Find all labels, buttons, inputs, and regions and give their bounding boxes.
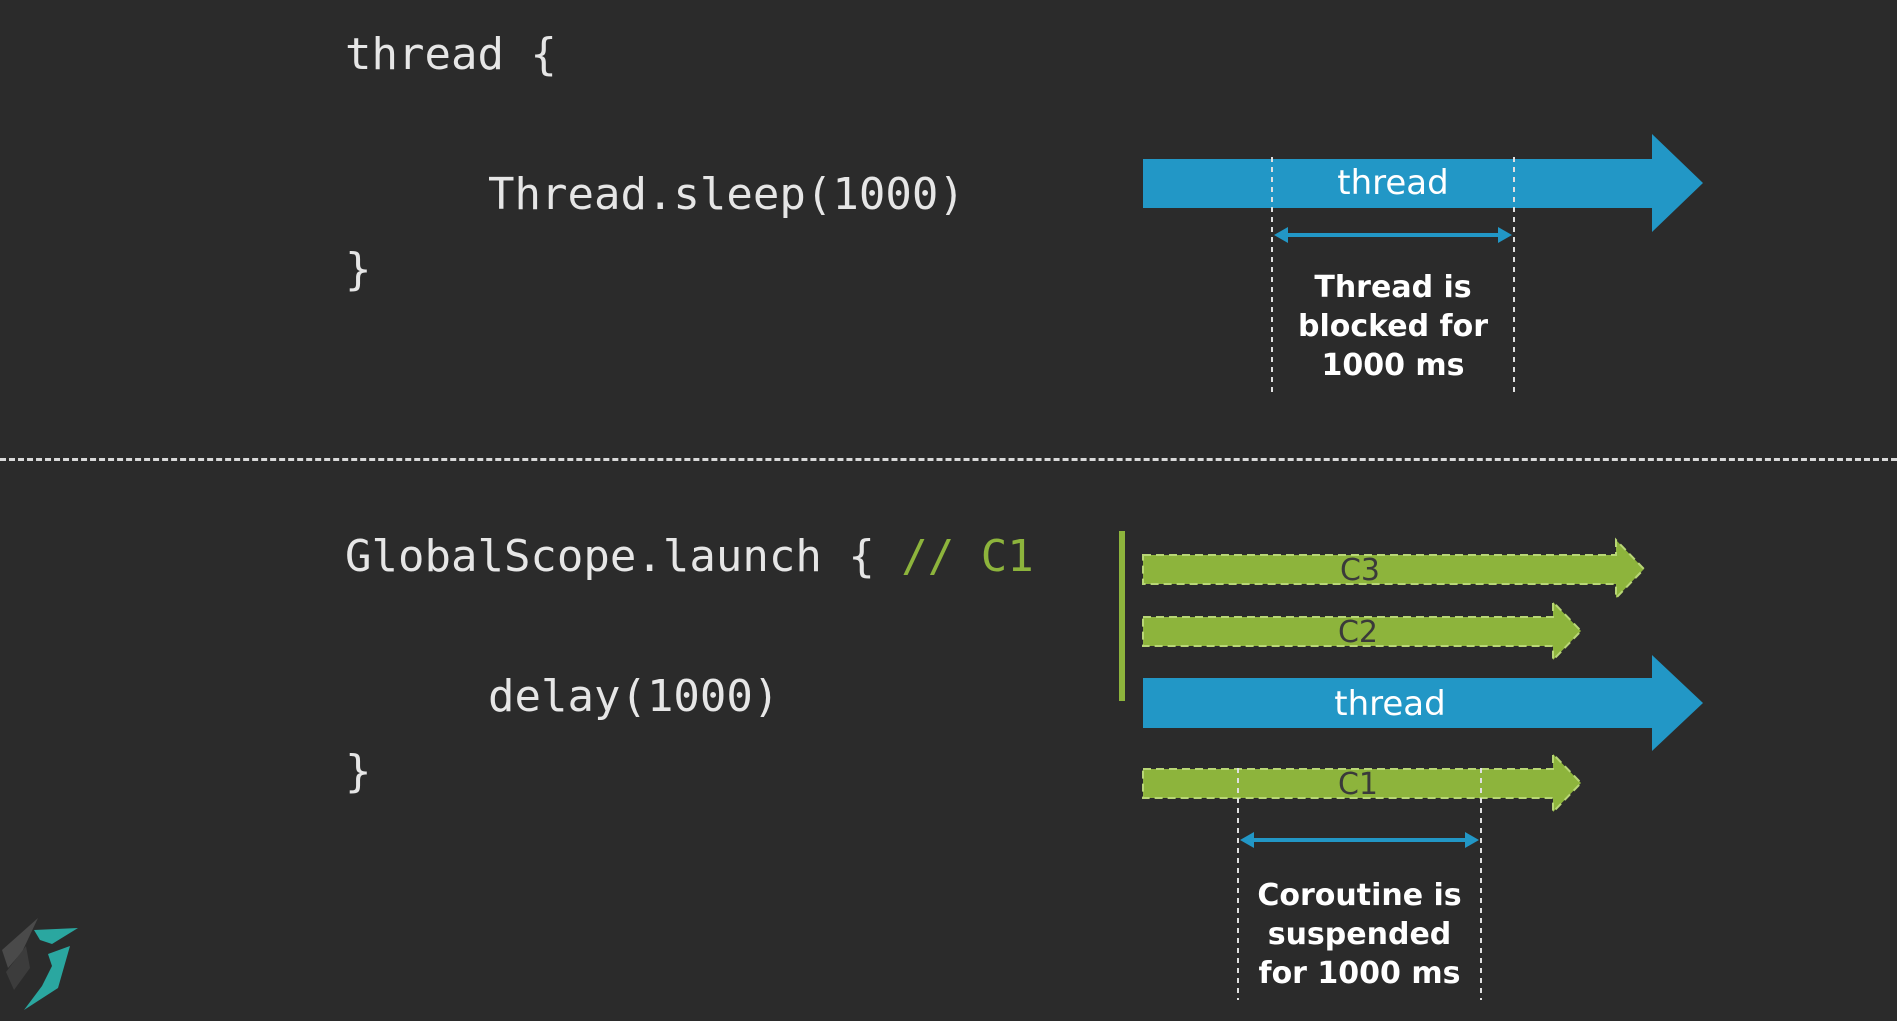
coroutine-suspended-note-line3: for 1000 ms — [1258, 956, 1461, 991]
thread-blocked-note: Thread is blocked for 1000 ms — [1272, 268, 1514, 385]
thread-arrow-bottom — [1143, 655, 1703, 751]
c2-arrow — [1142, 599, 1583, 663]
brand-logo-icon — [2, 918, 78, 1010]
code-launch-text: GlobalScope.launch { — [345, 531, 902, 582]
thread-arrow-top-label: thread — [1337, 163, 1448, 203]
bottom-duration-arrow — [1240, 832, 1479, 848]
code-launch-open: GlobalScope.launch { // C1 — [345, 535, 1034, 579]
code-thread-open: thread { — [345, 29, 557, 80]
code-comment-c1: // C1 — [901, 531, 1034, 582]
coroutine-bracket — [1119, 531, 1125, 701]
thread-blocked-note-line2: blocked for — [1297, 309, 1489, 344]
c3-arrow — [1142, 537, 1646, 601]
code-thread-sleep: Thread.sleep(1000) — [488, 169, 965, 220]
thread-arrow-top — [1143, 134, 1703, 232]
code-thread-close: } — [345, 244, 372, 295]
c2-label: C2 — [1338, 615, 1378, 650]
coroutine-suspended-note-line2: suspended — [1267, 917, 1452, 952]
c1-arrow — [1142, 751, 1583, 815]
code-delay: delay(1000) — [488, 671, 780, 722]
coroutine-suspended-note: Coroutine is suspended for 1000 ms — [1238, 876, 1481, 993]
thread-arrow-bottom-label: thread — [1334, 684, 1445, 724]
code-launch-close: } — [345, 746, 372, 797]
c1-label: C1 — [1338, 767, 1378, 802]
top-duration-arrow — [1274, 227, 1512, 243]
section-divider — [0, 458, 1897, 461]
thread-blocked-note-line1: Thread is — [1314, 270, 1472, 305]
coroutine-suspended-note-line1: Coroutine is — [1257, 878, 1462, 913]
thread-blocked-note-line3: 1000 ms — [1321, 348, 1465, 383]
c3-label: C3 — [1340, 553, 1380, 588]
